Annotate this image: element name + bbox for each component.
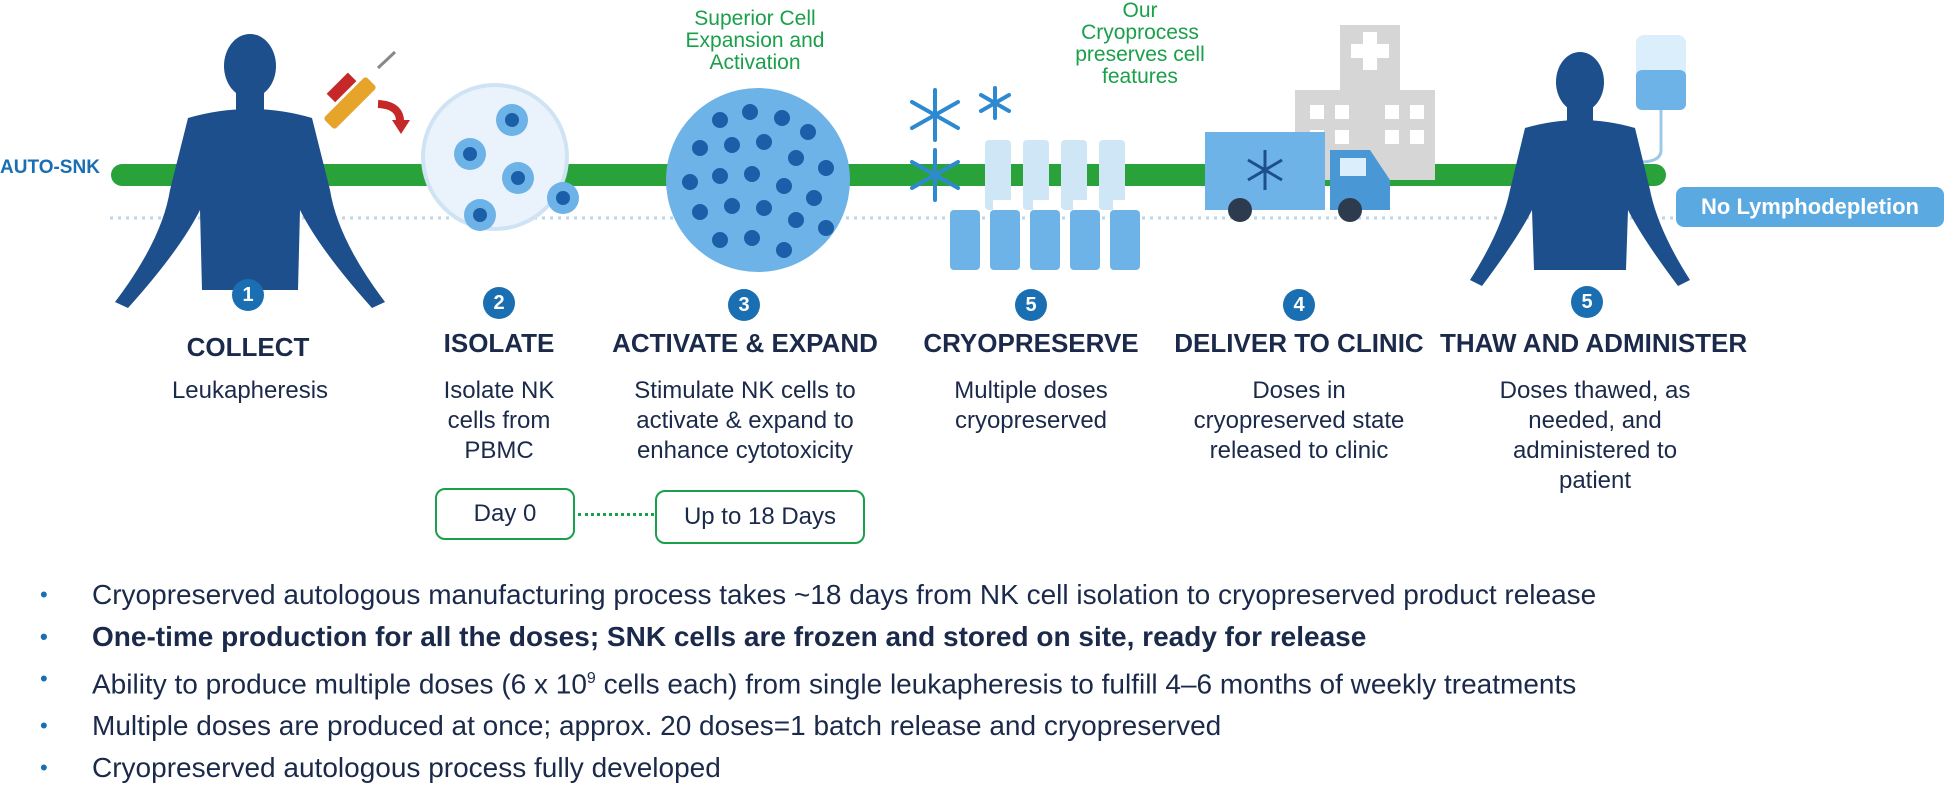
step-desc-cryopreserve: Multiple doses cryopreserved — [920, 376, 1142, 436]
list-item: • Cryopreserved autologous manufacturing … — [40, 574, 1930, 616]
list-item-text: Ability to produce multiple doses (6 x 1… — [92, 668, 587, 700]
cryoprocess-note: Our Cryoprocess preserves cell features — [1050, 0, 1230, 88]
snowflake-icon — [910, 86, 1011, 202]
bullet-marker: • — [40, 624, 48, 649]
isolated-cells-icon — [421, 83, 579, 231]
step-title-collect: COLLECT — [186, 332, 310, 362]
step-desc-line: Doses thawed, as — [1499, 377, 1691, 404]
iv-bag-icon — [1636, 35, 1686, 164]
cryo-note-line: Cryoprocess — [1081, 21, 1199, 44]
bullet-marker: • — [40, 666, 48, 691]
delivery-truck-icon — [1205, 132, 1390, 222]
bullet-marker: • — [40, 582, 48, 607]
day-start-box: Day 0 — [435, 488, 575, 540]
step-desc-isolate: Isolate NK cells from PBMC — [420, 376, 578, 466]
patient-receiving-icon — [1470, 52, 1690, 286]
process-illustration — [110, 25, 1690, 308]
list-item-text: cells each) from single leukapheresis to… — [595, 668, 1577, 700]
step-desc-line: PBMC — [464, 437, 534, 464]
key-points-list: • Cryopreserved autologous manufacturing … — [40, 574, 1930, 789]
list-item: • Cryopreserved autologous process fully … — [40, 747, 1930, 789]
list-item-text: Cryopreserved autologous process fully d… — [92, 752, 721, 784]
step-desc-collect: Leukapheresis — [130, 376, 370, 406]
step-number-badge: 5 — [1015, 289, 1047, 321]
step-desc-line: Multiple doses — [954, 377, 1108, 404]
list-item-text: Cryopreserved autologous manufacturing p… — [92, 579, 1597, 610]
step-number-badge: 5 — [1571, 286, 1603, 318]
expansion-note-line: Superior Cell — [694, 7, 816, 30]
cryo-note-line: preserves cell — [1075, 43, 1205, 66]
expansion-note-line: Activation — [709, 51, 801, 74]
expansion-note-line: Expansion and — [685, 29, 825, 52]
step-desc-line: cells from — [447, 407, 551, 434]
step-number-badge: 4 — [1283, 289, 1315, 321]
step-desc-line: Doses in — [1252, 377, 1346, 404]
step-number-badge: 1 — [232, 279, 264, 311]
list-item: • Ability to produce multiple doses (6 x … — [40, 658, 1930, 705]
list-item: • Multiple doses are produced at once; ap… — [40, 705, 1930, 747]
cryo-note-line: features — [1102, 65, 1178, 88]
step-desc-thaw: Doses thawed, as needed, and administere… — [1460, 376, 1730, 496]
day-end-box: Up to 18 Days — [655, 490, 865, 544]
patient-silhouette-icon — [115, 34, 385, 308]
no-lymphodepletion-badge: No Lymphodepletion — [1676, 187, 1944, 227]
step-desc-line: enhance cytotoxicity — [636, 437, 854, 464]
step-desc-line: Stimulate NK cells to — [634, 377, 856, 404]
step-desc-line: cryopreserved state — [1193, 407, 1405, 434]
step-title-isolate: ISOLATE — [443, 328, 555, 358]
list-item: • One-time production for all the doses; … — [40, 616, 1930, 658]
step-desc-line: Isolate NK — [443, 377, 555, 404]
day-connector — [578, 513, 654, 516]
expansion-note: Superior Cell Expansion and Activation — [660, 8, 850, 74]
bullet-marker: • — [40, 713, 48, 739]
bullet-marker: • — [40, 755, 48, 781]
timeline-label: AUTO-SNK — [0, 157, 100, 178]
step-title-thaw: THAW AND ADMINISTER — [1440, 328, 1748, 358]
cryo-note-line: Our — [1122, 0, 1158, 22]
step-desc-line: patient — [1558, 467, 1632, 494]
step-desc-line: released to clinic — [1209, 437, 1389, 464]
cryo-vials-icon — [950, 140, 1140, 270]
step-number-badge: 2 — [483, 287, 515, 319]
syringe-icon — [324, 50, 410, 134]
step-title-cryopreserve: CRYOPRESERVE — [923, 328, 1139, 358]
step-desc-line: needed, and — [1528, 407, 1662, 434]
step-desc-activate: Stimulate NK cells to activate & expand … — [600, 376, 890, 466]
step-title-deliver: DELIVER TO CLINIC — [1174, 328, 1424, 358]
step-number-badge: 3 — [728, 289, 760, 321]
step-desc-line: activate & expand to — [636, 407, 854, 434]
expanded-cells-icon — [666, 88, 850, 272]
step-desc-deliver: Doses in cryopreserved state released to… — [1158, 376, 1440, 466]
exponent: 9 — [586, 670, 596, 687]
step-desc-line: Leukapheresis — [171, 377, 329, 404]
list-item-text: One-time production for all the doses; S… — [92, 621, 1367, 652]
step-desc-line: cryopreserved — [954, 407, 1108, 434]
step-title-activate-expand: ACTIVATE & EXPAND — [612, 328, 878, 358]
list-item-text: Multiple doses are produced at once; app… — [92, 710, 1222, 742]
step-desc-line: administered to — [1512, 437, 1678, 464]
